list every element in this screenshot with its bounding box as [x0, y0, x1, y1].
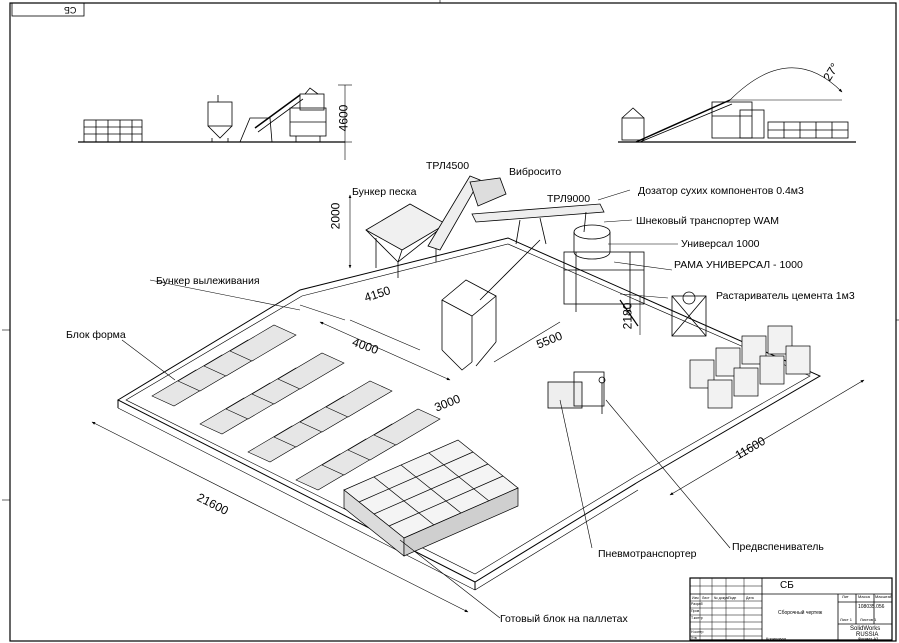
pre-expander	[547, 371, 606, 414]
title-col-lit: Лит	[842, 594, 849, 599]
dimension-lines	[91, 194, 865, 613]
label-shnek: Шнековый транспортер WAM	[636, 215, 779, 227]
dim-4600: 4600	[336, 104, 351, 132]
label-pnevmo: Пневмотранспортер	[598, 548, 697, 560]
dim-2180: 2180	[620, 302, 635, 330]
title-software: SolidWorks	[850, 626, 881, 632]
title-col-mass: Масса	[858, 594, 870, 599]
cement-silo	[441, 239, 541, 371]
label-rastarivatel: Растариватель цемента 1м3	[716, 290, 855, 302]
label-bunker-peska: Бункер песка	[352, 186, 417, 198]
dim-2000: 2000	[328, 202, 343, 230]
label-trl4500: ТРЛ4500	[426, 160, 470, 172]
corner-code: СБ	[64, 5, 77, 15]
label-universal: Универсал 1000	[681, 238, 760, 250]
side-elevation-left	[78, 84, 352, 160]
title-sheets: Листов 1	[860, 617, 877, 622]
universal-mixer	[563, 224, 645, 327]
title-col-scale: Масштаб	[875, 594, 893, 599]
title-row-2: Т.контр	[691, 616, 703, 620]
inclined-conveyors	[427, 175, 605, 251]
title-country: RUSSIA	[856, 632, 879, 638]
pallets-finished-blocks	[343, 439, 519, 557]
block-forms	[151, 324, 441, 491]
title-format-num: 108035.056	[858, 604, 885, 610]
title-code: СБ	[780, 580, 794, 591]
title-row-4: Н.контр	[691, 630, 704, 634]
sand-hopper	[365, 203, 447, 278]
title-block	[689, 577, 893, 641]
label-trl9000: ТРЛ9000	[547, 193, 591, 205]
label-rama: РАМА УНИВЕРСАЛ - 1000	[674, 259, 803, 271]
title-doc-name: Сборочный чертеж	[778, 610, 823, 616]
title-format: Формат А3	[858, 636, 879, 641]
big-bags	[689, 325, 811, 409]
title-sheet: Лист 1	[840, 617, 853, 622]
title-head-2: № докум	[714, 596, 729, 600]
title-head-4: Дата	[746, 596, 754, 600]
label-blok-forma: Блок форма	[66, 329, 126, 341]
label-dozator: Дозатор сухих компонентов 0.4м3	[638, 185, 804, 197]
title-row-5: Утв	[691, 636, 697, 640]
title-row-0: Разраб	[691, 602, 703, 606]
label-gotovy-blok: Готовый блок на паллетах	[500, 613, 628, 625]
side-elevation-right	[618, 67, 856, 143]
cement-unloader	[671, 291, 707, 337]
title-head-1: Лист	[702, 596, 710, 600]
title-row-1: Пров	[691, 609, 700, 613]
title-copied: Копировал	[766, 636, 787, 641]
label-bunker-vylezhivaniya: Бункер вылеживания	[156, 275, 260, 287]
title-head-3: Подп	[728, 596, 737, 600]
label-vibrosito: Вибросито	[509, 166, 562, 178]
title-head-0: Изм	[692, 596, 699, 600]
label-predvspen: Предвспениватель	[732, 541, 824, 553]
leader-lines	[121, 189, 731, 619]
